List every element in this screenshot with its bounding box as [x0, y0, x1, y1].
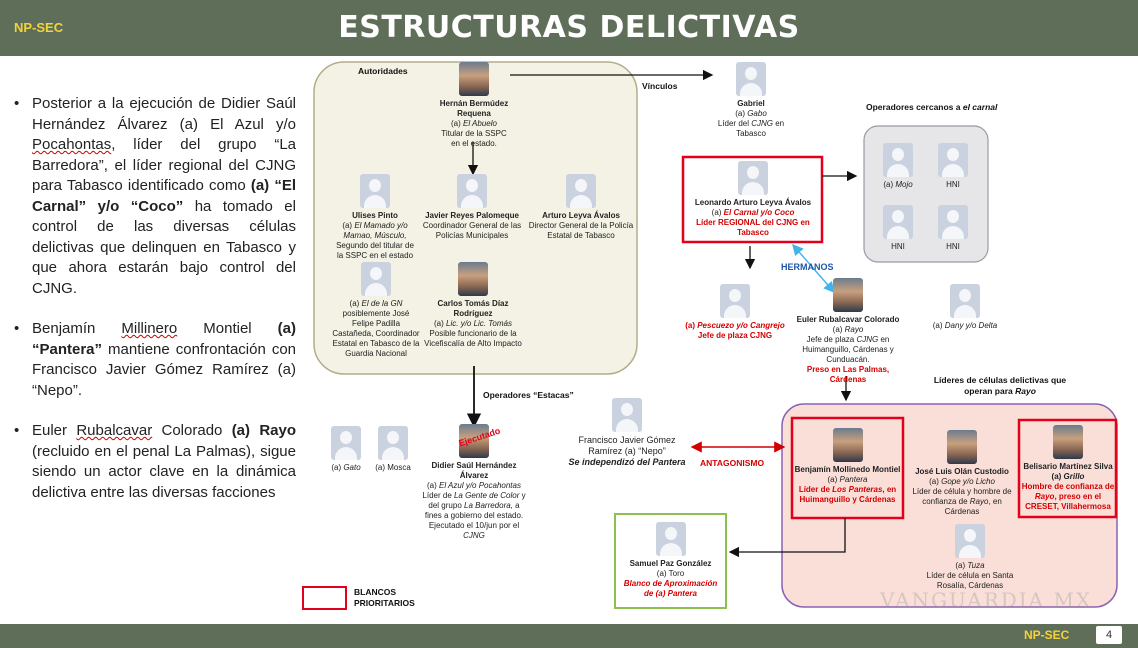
watermark: VANGUARDIA MX — [880, 588, 1093, 612]
legend-blancos-label: BLANCOS PRIORITARIOS — [354, 587, 415, 608]
node-hni-3: HNI — [926, 205, 980, 251]
autoridades-label: Autoridades — [358, 66, 408, 76]
operadores-cercanos-label: Operadores cercanos a el carnal — [866, 102, 998, 112]
bullet-item: Posterior a la ejecución de Didier Saúl … — [14, 94, 296, 299]
node-dany: (a) Dany y/o Delta — [920, 284, 1010, 331]
node-pescuezo: (a) Pescuezo y/o Cangrejo Jefe de plaza … — [680, 284, 790, 341]
node-arturo-leyva: Arturo Leyva Ávalos Director General de … — [528, 174, 634, 241]
avatar-placeholder-icon — [736, 62, 766, 96]
header-brand: NP-SEC — [14, 20, 64, 35]
bullet-text-segment: (a) “El Carnal” y/o “Coco” — [32, 177, 296, 215]
photo-didier — [459, 424, 489, 458]
avatar-placeholder-icon — [361, 262, 391, 296]
node-tuza: (a) Tuza Líder de célula en Santa Rosalí… — [918, 524, 1022, 591]
avatar-placeholder-icon — [938, 143, 968, 177]
avatar-placeholder-icon — [938, 205, 968, 239]
avatar-placeholder-icon — [883, 143, 913, 177]
lideres-celulas-label: Líderes de células delictivas que operan… — [933, 375, 1067, 396]
node-mojo: (a) Mojo — [870, 143, 926, 189]
node-el-de-la-gn: (a) El de la GN posiblemente José Felipe… — [332, 262, 420, 359]
avatar-placeholder-icon — [457, 174, 487, 208]
bullet-text-segment: Montiel — [177, 320, 278, 337]
node-gabriel: Gabriel (a) Gabo Líder del CJNG en Tabas… — [712, 62, 790, 139]
belisario-target-box — [1017, 418, 1118, 519]
avatar-placeholder-icon — [378, 426, 408, 460]
node-el-carnal: Leonardo Arturo Leyva Ávalos (a) El Carn… — [686, 161, 820, 238]
node-nepo: Francisco Javier Gómez Ramírez (a) “Nepo… — [566, 398, 688, 468]
node-hernan-bermudez: Hernán Bermúdez Requena (a) El Abuelo Ti… — [436, 62, 512, 149]
page-number: 4 — [1096, 626, 1122, 644]
photo-carlos-diaz — [458, 262, 488, 296]
carnal-target-box — [681, 155, 824, 244]
node-samuel: Samuel Paz González (a) Toro Blanco de A… — [618, 522, 723, 599]
bullet-item: Benjamín Millinero Montiel (a) “Pantera”… — [14, 319, 296, 401]
bullet-text-segment: Rubalcavar — [76, 422, 153, 439]
photo-bermudez — [459, 62, 489, 96]
node-benjamin: Benjamín Mollinedo Montiel (a) Pantera L… — [794, 428, 901, 505]
node-olan: José Luis Olán Custodio (a) Gope y/o Lic… — [910, 430, 1014, 517]
antagonismo-label: ANTAGONISMO — [700, 458, 765, 468]
node-gato: (a) Gato — [326, 426, 366, 473]
bullet-item: Euler Rubalcavar Colorado (a) Rayo (recl… — [14, 421, 296, 503]
avatar-placeholder-icon — [612, 398, 642, 432]
bullet-text-segment: , líder del grupo “La Barredora”, el líd… — [32, 136, 296, 194]
avatar-placeholder-icon — [738, 161, 768, 195]
legend-red-box — [302, 586, 347, 610]
bullet-text-segment: Posterior a la ejecución de Didier Saúl … — [32, 95, 296, 133]
avatar-placeholder-icon — [955, 524, 985, 558]
node-mosca: (a) Mosca — [370, 426, 416, 473]
node-hni-1: HNI — [926, 143, 980, 189]
node-carlos-diaz: Carlos Tomás Díaz Rodríguez (a) Lic. y/o… — [424, 262, 522, 349]
benjamin-target-box — [790, 416, 905, 520]
node-belisario: Belisario Martínez Silva (a) Grillo Homb… — [1021, 425, 1115, 512]
node-euler: Euler Rubalcavar Colorado (a) Rayo Jefe … — [788, 278, 908, 385]
avatar-placeholder-icon — [883, 205, 913, 239]
bullet-text-segment: (recluido en el penal La Palmas), sigue … — [32, 442, 296, 501]
node-ulises-pinto: Ulises Pinto (a) El Mamado y/o Mamao, Mú… — [334, 174, 416, 261]
avatar-placeholder-icon — [950, 284, 980, 318]
bullet-text-segment: Millinero — [121, 320, 178, 337]
photo-euler — [833, 278, 863, 312]
photo-benjamin — [832, 428, 863, 462]
bullet-text-segment: (a) “Pantera” — [32, 320, 296, 358]
node-hni-2: HNI — [870, 205, 926, 251]
avatar-placeholder-icon — [566, 174, 596, 208]
hermanos-label: HERMANOS — [781, 262, 834, 272]
bullet-text-segment: (a) Rayo — [231, 422, 296, 439]
photo-belisario — [1053, 425, 1083, 459]
avatar-placeholder-icon — [331, 426, 361, 460]
footer-brand: NP-SEC — [1024, 628, 1070, 642]
header-bar — [0, 0, 1138, 56]
bullet-list: Posterior a la ejecución de Didier Saúl … — [14, 94, 296, 523]
node-didier: Ejecutado Didier Saúl Hernández Álvarez … — [422, 424, 526, 540]
avatar-placeholder-icon — [655, 522, 686, 556]
avatar-placeholder-icon — [360, 174, 390, 208]
operadores-estacas-label: Operadores “Estacas” — [483, 390, 574, 400]
bullet-text-segment: Benjamín — [32, 320, 122, 337]
bullet-text-segment: ha tomado el control de las diversas cél… — [32, 197, 296, 297]
bullet-text-segment: Euler — [32, 422, 77, 439]
node-javier-palomeque: Javier Reyes Palomeque Coordinador Gener… — [422, 174, 522, 241]
bullet-text-segment: mantiene confrontación con Francisco Jav… — [32, 340, 296, 399]
photo-olan — [947, 430, 977, 464]
avatar-placeholder-icon — [720, 284, 750, 318]
footer-bar — [0, 624, 1138, 648]
vinculos-label: Vínculos — [642, 81, 678, 91]
bullet-text-segment: Colorado — [152, 422, 232, 439]
page-title: ESTRUCTURAS DELICTIVAS — [338, 10, 800, 45]
bullet-text-segment: Pocahontas — [32, 136, 112, 153]
